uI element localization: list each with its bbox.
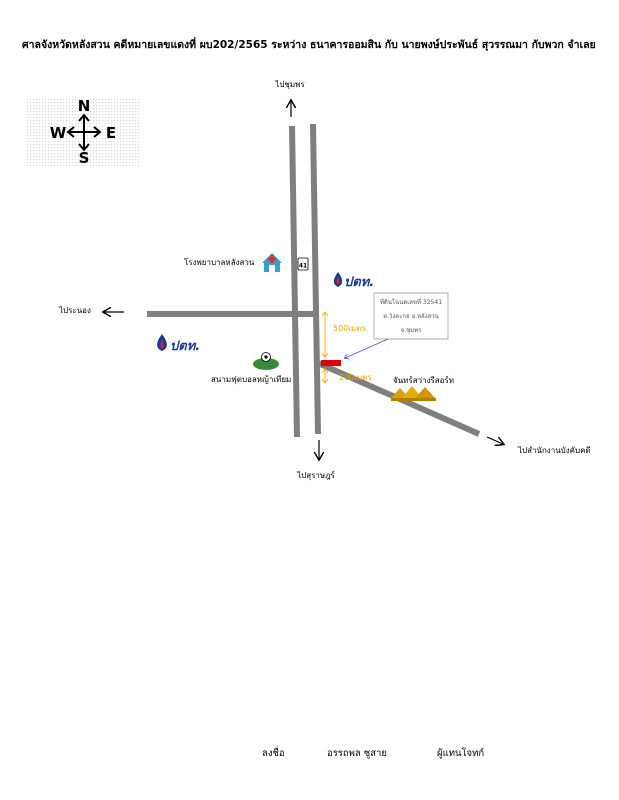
callout-line3: จ.ชุมพร — [401, 327, 422, 334]
ptt-logo-text: ปตท. — [344, 275, 374, 290]
callout-line1: ที่ดินโฉนดเลขที่ 32541 — [380, 298, 442, 306]
football-field-icon — [253, 352, 279, 370]
gas-station-logo-east: ปตท. — [333, 272, 374, 290]
compass-east: E — [106, 124, 116, 142]
distance-marker-upper — [321, 311, 329, 358]
road-main-east-lane — [310, 123, 321, 435]
compass-north: N — [78, 97, 91, 115]
roads — [147, 123, 481, 438]
footer-signer-role: ผู้แทนโจทก์ — [437, 748, 485, 759]
compass-west: W — [50, 124, 67, 142]
property-callout: ที่ดินโฉนดเลขที่ 32541 ต.วังตะกอ อ.หลังส… — [345, 292, 449, 358]
highway-sign-number: 41 — [299, 263, 307, 270]
callout-line2: ต.วังตะกอ อ.หลังสวน — [383, 313, 439, 320]
highway-sign-icon: 41 — [297, 257, 309, 271]
stadium-label: สนามฟุตบอลหญ้าเทียม — [211, 375, 291, 384]
compass-arrows-icon — [66, 113, 102, 152]
footer-sign-label: ลงชื่อ — [262, 748, 285, 759]
resort-huts-icon — [391, 386, 436, 401]
direction-north-label: ไปชุมพร — [274, 80, 305, 89]
distance-lower-label: 200เมตร — [339, 373, 372, 382]
distance-upper-label: 500เมตร — [333, 324, 366, 333]
hospital-icon — [262, 253, 282, 272]
callout-box — [373, 292, 449, 340]
footer-signer-name: อรรถพล ชูสาย — [327, 748, 387, 759]
resort-label: จันทร์สว่างรีสอร์ท — [393, 375, 454, 385]
direction-south-label: ไปสุราษฎร์ — [296, 470, 335, 480]
page-title: ศาลจังหวัดหลังสวน คดีหมายเลขแดงที่ ผบ202… — [22, 39, 596, 51]
direction-southeast-label: ไปสำนักงานบังคับคดี — [517, 446, 591, 455]
property-location-marker — [321, 360, 341, 366]
compass-rose: N S W E — [25, 97, 141, 167]
distance-marker-lower — [321, 368, 329, 384]
hospital-label: โรงพยาบาลหลังสวน — [184, 257, 255, 267]
callout-pointer-icon — [345, 338, 389, 358]
ptt-logo-text: ปตท. — [170, 339, 200, 354]
direction-arrows — [104, 101, 503, 459]
direction-west-label: ไประนอง — [58, 306, 91, 315]
southeast-arrow-icon — [486, 436, 503, 444]
road-main-west-lane — [289, 125, 300, 438]
compass-south: S — [79, 149, 90, 167]
gas-station-logo-west: ปตท. — [157, 334, 200, 354]
